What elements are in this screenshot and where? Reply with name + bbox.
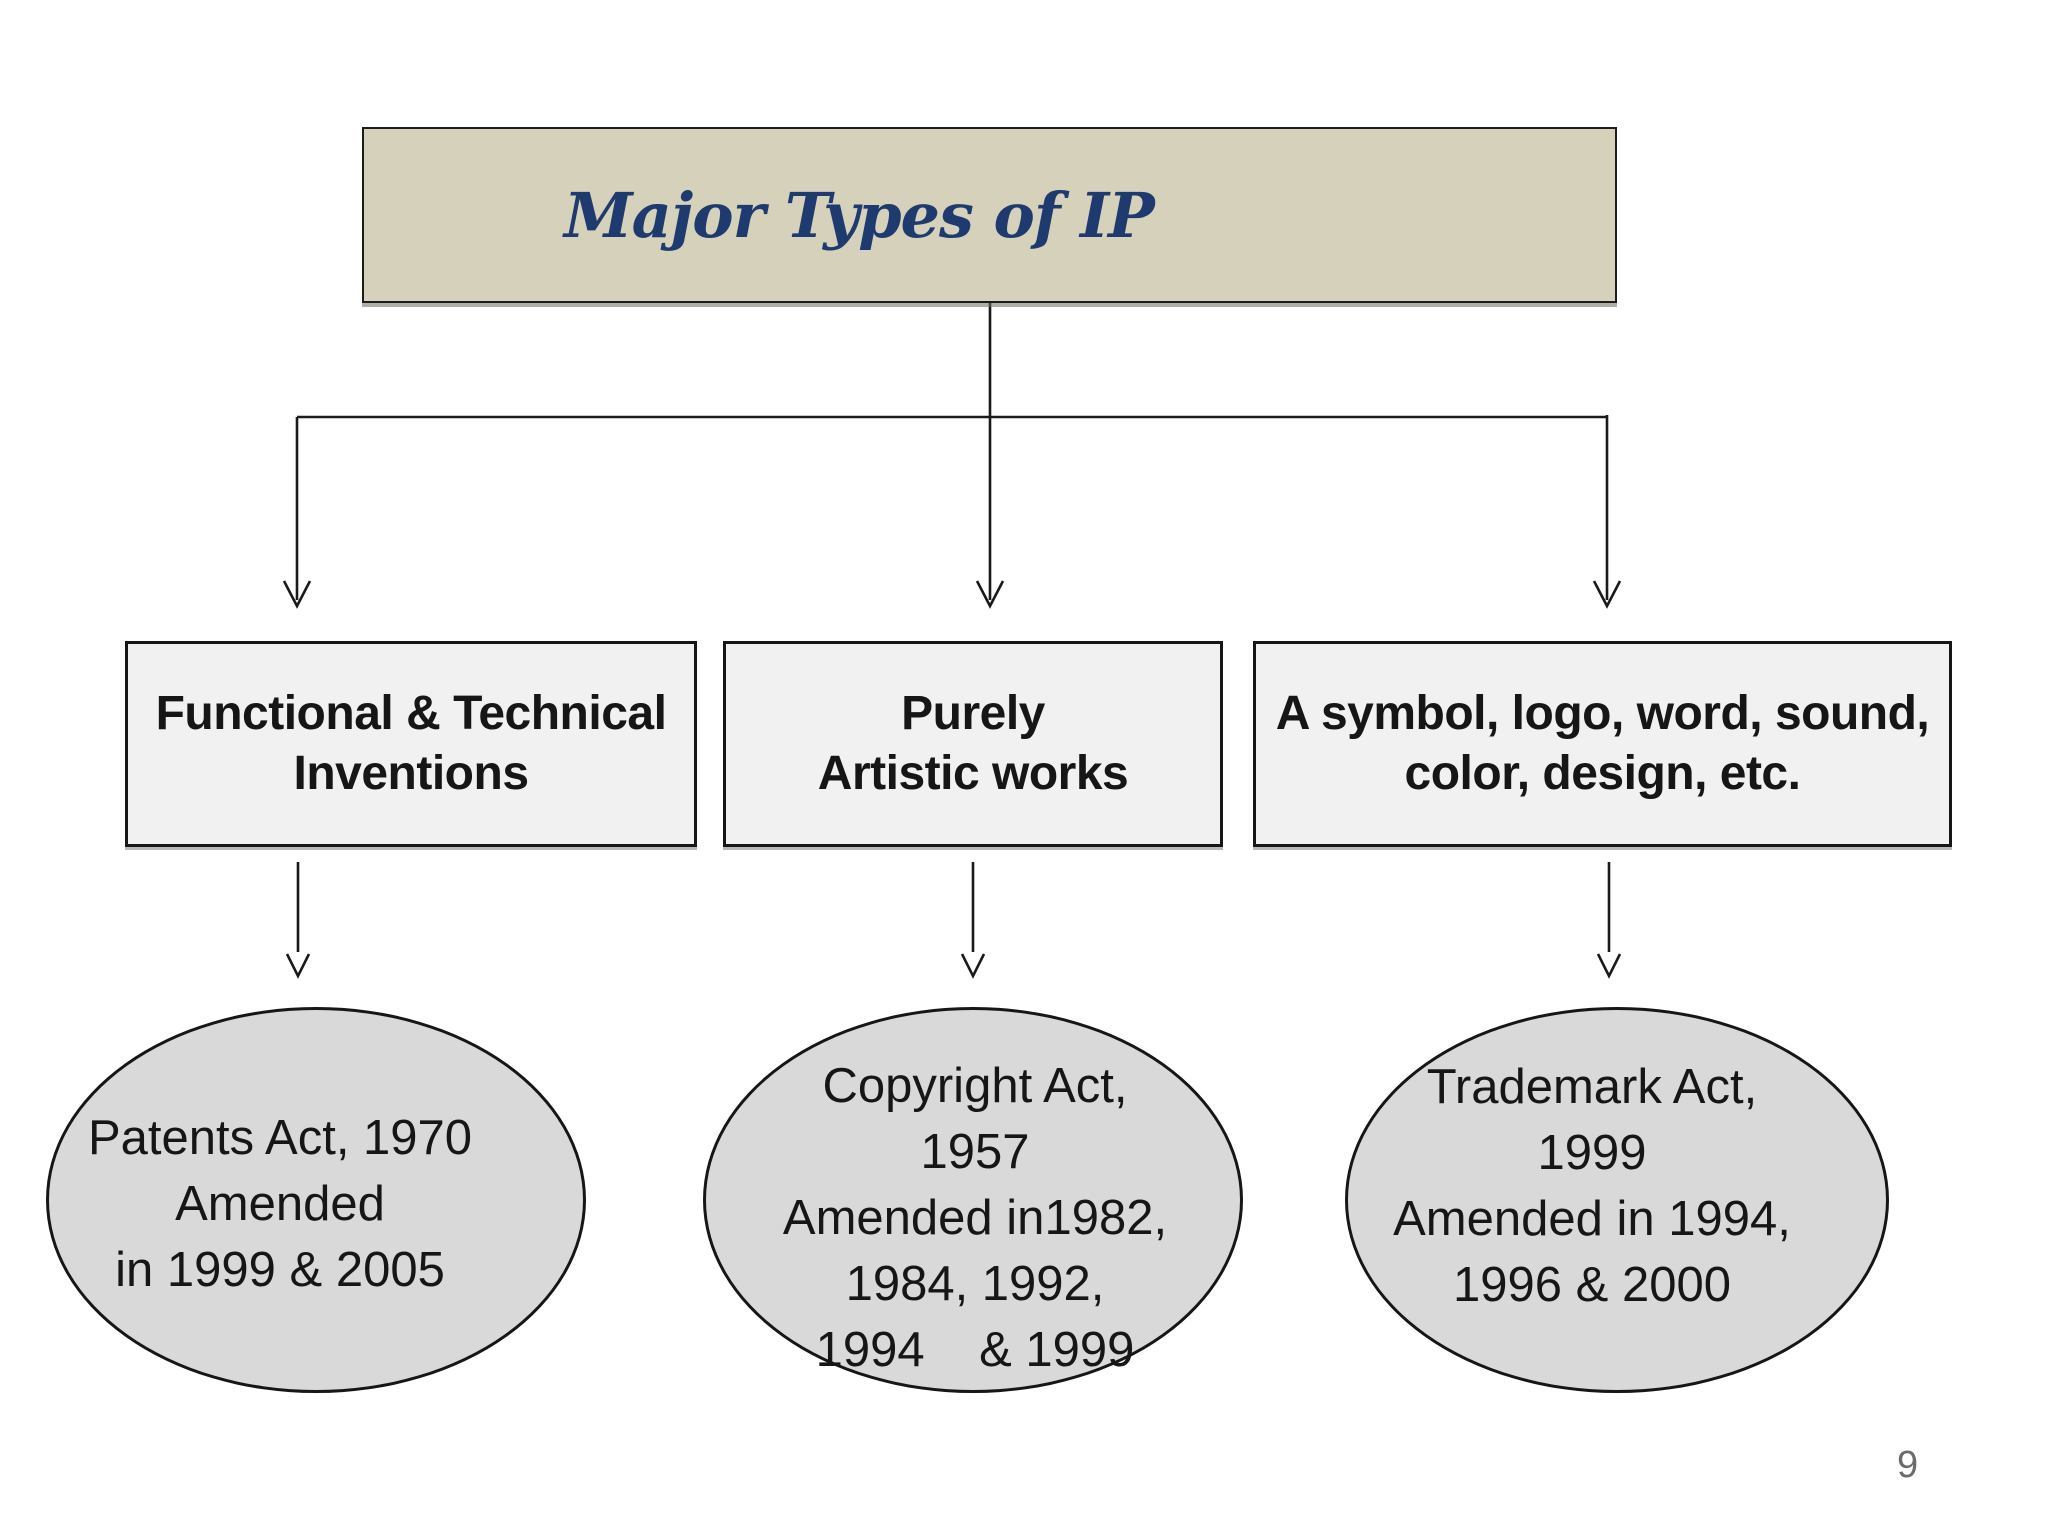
type-box-purely-artistic-works: Purely Artistic works <box>723 641 1223 847</box>
arrowhead-to-ellipse-2 <box>960 953 986 979</box>
title-box: Major Types of IP <box>362 127 1617 303</box>
type-box-functional-technical-inventions: Functional & Technical Inventions <box>125 641 697 847</box>
arrowhead-to-box-3 <box>1592 580 1622 609</box>
act-ellipse-text-trademark: Trademark Act, 1999 Amended in 1994, 199… <box>1393 1060 1791 1312</box>
act-ellipse-patents <box>46 1007 586 1393</box>
arrowhead-to-ellipse-1 <box>285 953 311 979</box>
act-ellipse-text-copyright: Copyright Act, 1957 Amended in1982, 1984… <box>782 1059 1168 1377</box>
type-box-symbol-logo-word: A symbol, logo, word, sound, color, desi… <box>1253 641 1952 847</box>
type-box-label: Purely Artistic works <box>817 687 1129 800</box>
arrowhead-to-box-1 <box>282 580 312 609</box>
slide-title: Major Types of IP <box>564 178 1155 252</box>
arrowhead-to-ellipse-3 <box>1596 953 1622 979</box>
type-box-label: A symbol, logo, word, sound, color, desi… <box>1275 687 1930 800</box>
act-ellipse-trademark <box>1345 1007 1889 1393</box>
arrowhead-to-box-2 <box>975 580 1005 609</box>
act-ellipse-text-patents: Patents Act, 1970 Amended in 1999 & 2005 <box>87 1111 473 1297</box>
act-ellipse-copyright <box>703 1007 1243 1393</box>
page-number: 9 <box>1897 1444 1919 1486</box>
type-box-label: Functional & Technical Inventions <box>155 687 667 800</box>
